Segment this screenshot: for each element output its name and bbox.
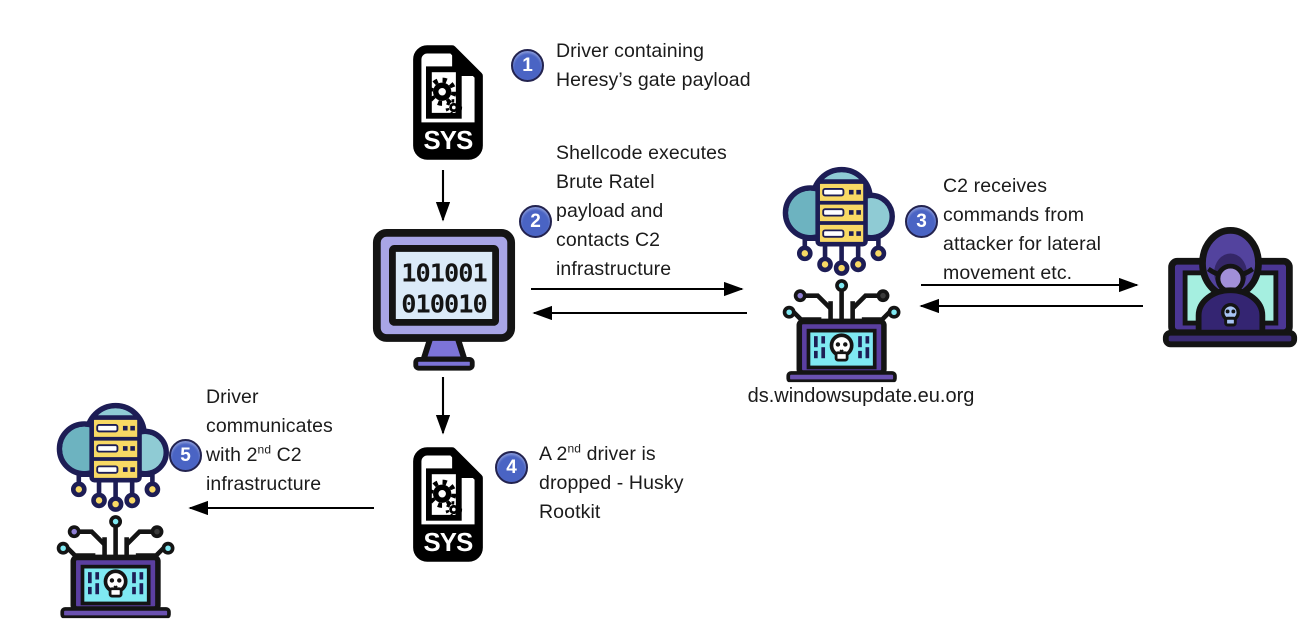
sys-file-label: SYS	[423, 529, 473, 557]
note-line: with 2nd C2	[206, 442, 302, 467]
binary-line-2: 010010	[401, 290, 487, 319]
note-line: movement etc.	[943, 262, 1073, 284]
note-line: Brute Ratel	[556, 171, 655, 193]
cloud-server-skull-laptop-icon	[42, 391, 180, 619]
note-line: A 2nd driver is	[539, 441, 656, 466]
cloud-server-skull-laptop-icon	[768, 155, 906, 383]
note-line: Rootkit	[539, 501, 601, 523]
sys-driver-file-icon: SYS	[404, 446, 487, 563]
hooded-attacker-laptop-icon	[1162, 227, 1298, 348]
note-line: Heresy’s gate payload	[556, 69, 751, 91]
step-5-badge: 5	[169, 439, 202, 472]
step-1-number: 1	[522, 54, 533, 76]
step-3-note: C2 receives commands from attacker for l…	[943, 172, 1101, 288]
note-line: infrastructure	[556, 258, 672, 280]
note-line: Shellcode executes	[556, 142, 727, 164]
note-line: payload and	[556, 200, 664, 222]
step-3-number: 3	[916, 210, 927, 232]
sys-file-label: SYS	[423, 127, 473, 155]
note-line: commands from	[943, 204, 1085, 226]
note-line: Driver containing	[556, 40, 705, 62]
c2-domain-label: ds.windowsupdate.eu.org	[747, 385, 975, 407]
step-2-note: Shellcode executes Brute Ratel payload a…	[556, 139, 727, 284]
step-1-note: Driver containing Heresy’s gate payload	[556, 37, 751, 95]
note-line: Driver	[206, 386, 259, 408]
step-1-badge: 1	[511, 49, 544, 82]
binary-line-1: 101001	[401, 259, 487, 288]
step-4-badge: 4	[495, 451, 528, 484]
sys-driver-file-icon: SYS	[404, 44, 487, 161]
step-4-note: A 2nd driver is dropped - Husky Rootkit	[539, 440, 684, 527]
step-5-number: 5	[180, 444, 191, 466]
note-line: attacker for lateral	[943, 233, 1102, 255]
note-line: communicates	[206, 415, 333, 437]
step-3-badge: 3	[905, 205, 938, 238]
step-2-badge: 2	[519, 205, 552, 238]
note-line: infrastructure	[206, 473, 322, 495]
binary-code-monitor-icon: 101001 010010	[372, 228, 516, 371]
step-5-note: Driver communicates with 2nd C2 infrastr…	[206, 383, 333, 499]
note-line: dropped - Husky	[539, 472, 684, 494]
step-2-number: 2	[530, 210, 541, 232]
note-line: contacts C2	[556, 229, 661, 251]
note-line: C2 receives	[943, 175, 1048, 197]
step-4-number: 4	[506, 456, 517, 478]
